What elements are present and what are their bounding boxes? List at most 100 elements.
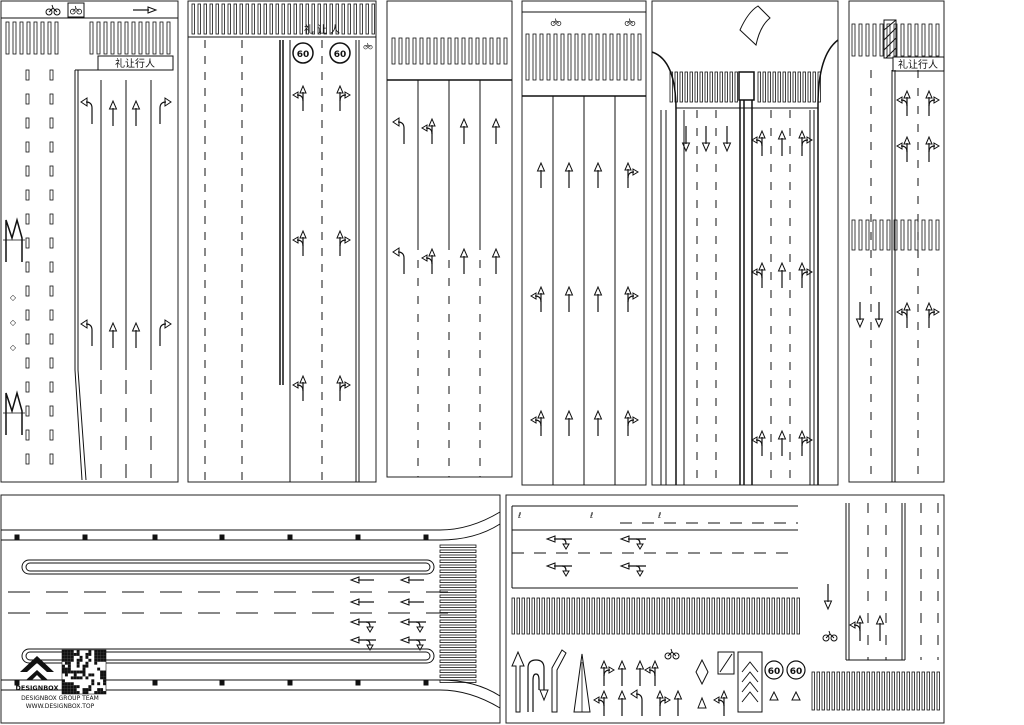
crosswalk-stripe — [159, 21, 164, 55]
crosswalk-stripe — [900, 219, 905, 251]
crosswalk-stripe — [439, 609, 477, 613]
bollard — [14, 680, 20, 686]
crosswalk-stripe — [935, 23, 940, 57]
lane-dash — [25, 309, 30, 321]
bicycle-icon — [363, 42, 373, 50]
crosswalk-stripe — [812, 71, 816, 103]
crosswalk-stripe — [541, 597, 545, 635]
crosswalk-stripe — [881, 671, 885, 711]
crosswalk-stripe — [921, 23, 926, 57]
crosswalk-stripe — [876, 671, 880, 711]
crosswalk-stripe — [886, 219, 891, 251]
crosswalk-stripe — [689, 71, 693, 103]
lane-dash — [49, 213, 54, 225]
crosswalk-stripe — [475, 37, 480, 65]
crosswalk-stripe — [861, 671, 865, 711]
crosswalk-stripe — [601, 597, 605, 635]
crosswalk-stripe — [305, 3, 309, 35]
crosswalk-stripe — [596, 597, 600, 635]
crosswalk-stripe — [419, 37, 424, 65]
crosswalk-stripe — [152, 21, 157, 55]
crosswalk-stripe — [821, 671, 825, 711]
crosswalk-stripe — [811, 671, 815, 711]
crosswalk-stripe — [439, 549, 477, 553]
crosswalk-stripe — [439, 554, 477, 558]
crosswalk-stripe — [138, 21, 143, 55]
bollard — [14, 534, 20, 540]
crosswalk-stripe — [439, 624, 477, 628]
crosswalk-stripe — [865, 219, 870, 251]
crosswalk-stripe — [439, 589, 477, 593]
lane-dash — [25, 165, 30, 177]
crosswalk-stripe — [489, 37, 494, 65]
crosswalk-stripe — [439, 544, 477, 548]
crosswalk-stripe — [439, 659, 477, 663]
crosswalk-stripe — [691, 597, 695, 635]
lane-dash — [49, 381, 54, 393]
crosswalk-a-right — [89, 21, 171, 55]
crosswalk-stripe — [539, 33, 544, 81]
bollard — [152, 680, 158, 686]
lane-dash — [49, 165, 54, 177]
lane-dash — [49, 93, 54, 105]
crosswalk-stripe — [706, 597, 710, 635]
crosswalk-stripe — [851, 219, 856, 251]
lane-dash — [25, 261, 30, 273]
crosswalk-stripe — [709, 71, 713, 103]
crosswalk-stripe — [646, 597, 650, 635]
crosswalk-stripe — [872, 23, 877, 57]
yield-label-top: 礼 让 人 — [304, 23, 340, 36]
crosswalk-stripe — [841, 671, 845, 711]
crosswalk-stripe — [566, 597, 570, 635]
crosswalk-stripe — [616, 597, 620, 635]
lane-dash — [25, 405, 30, 417]
crosswalk-stripe — [879, 219, 884, 251]
crosswalk-stripe — [621, 597, 625, 635]
lane-dash — [25, 189, 30, 201]
crosswalk-stripe — [551, 597, 555, 635]
crosswalk-stripe — [581, 33, 586, 81]
crosswalk-stripe — [33, 21, 38, 55]
crosswalk-stripe — [741, 597, 745, 635]
bollard — [287, 534, 293, 540]
crosswalk-stripe — [426, 37, 431, 65]
crosswalk-stripe — [145, 21, 150, 55]
crosswalk-stripe — [574, 33, 579, 81]
crosswalk-stripe — [561, 597, 565, 635]
crosswalk-stripe — [96, 21, 101, 55]
bicycle-icon — [45, 4, 61, 16]
panel-g-road-section: DESIGNBOX DESIGNBOX GROUP TEAM WWW.DESIG… — [0, 494, 501, 724]
lane-dash — [49, 189, 54, 201]
crosswalk-stripe — [893, 219, 898, 251]
lane-dash — [49, 333, 54, 345]
crosswalk-stripe — [117, 21, 122, 55]
crosswalk-stripe — [901, 671, 905, 711]
crosswalk-stripe — [731, 597, 735, 635]
crosswalk-stripe — [858, 219, 863, 251]
bollard — [423, 534, 429, 540]
crosswalk-stripe — [439, 639, 477, 643]
crosswalk-stripe — [439, 569, 477, 573]
svg-text:60: 60 — [790, 667, 803, 677]
crosswalk-stripe — [503, 37, 508, 65]
crosswalk-stripe — [215, 3, 219, 35]
crosswalk-stripe — [767, 71, 771, 103]
crosswalk-stripe — [714, 71, 718, 103]
crosswalk-stripe — [317, 3, 321, 35]
bicycle-icon — [550, 18, 562, 26]
crosswalk-stripe — [771, 597, 775, 635]
lane-dash — [49, 141, 54, 153]
lane-dash — [49, 117, 54, 129]
crosswalk-stripe — [439, 629, 477, 633]
lane-dash — [49, 429, 54, 441]
crosswalk-stripe — [666, 597, 670, 635]
crosswalk-stripe — [5, 21, 10, 55]
crosswalk-stripe — [439, 614, 477, 618]
lane-dash — [49, 405, 54, 417]
bollard — [219, 534, 225, 540]
crosswalk-stripe — [891, 671, 895, 711]
crosswalk-stripe — [311, 3, 315, 35]
crosswalk-stripe — [526, 597, 530, 635]
speed-limit-icon: 60 — [329, 42, 351, 64]
